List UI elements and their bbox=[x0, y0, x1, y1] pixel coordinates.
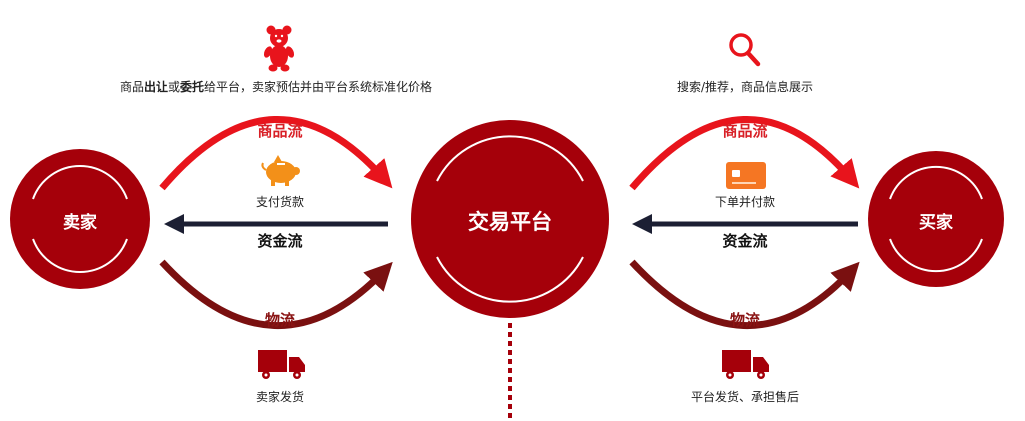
platform-node bbox=[411, 120, 609, 318]
right-money-flow-arrow bbox=[632, 214, 858, 234]
left-logistics-flow-arrow bbox=[159, 259, 393, 329]
right-payment-caption: 下单并付款 bbox=[714, 195, 775, 209]
left-goods-flow-arrow bbox=[159, 116, 393, 191]
credit-card-icon bbox=[726, 162, 766, 189]
truck-icon bbox=[258, 350, 305, 379]
search-icon bbox=[729, 33, 761, 67]
left-logistics-flow-label: 物流 bbox=[264, 311, 295, 329]
bear-icon bbox=[263, 25, 295, 72]
buyer-node bbox=[868, 151, 1004, 287]
left-bottom-caption: 卖家发货 bbox=[255, 390, 304, 404]
truck-icon bbox=[722, 350, 769, 379]
right-goods-flow-arrow bbox=[629, 116, 860, 191]
right-top-caption: 搜索/推荐，商品信息展示 bbox=[676, 80, 814, 94]
right-goods-flow-label: 商品流 bbox=[722, 122, 768, 140]
right-logistics-flow-label: 物流 bbox=[729, 311, 760, 329]
piggy-bank-icon bbox=[261, 155, 300, 186]
seller-label: 卖家 bbox=[63, 213, 97, 233]
platform-label: 交易平台 bbox=[468, 210, 552, 234]
left-money-flow-arrow bbox=[164, 214, 388, 234]
left-payment-caption: 支付货款 bbox=[255, 195, 304, 209]
seller-node bbox=[10, 149, 150, 289]
left-top-caption: 商品出让或委托给平台，卖家预估并由平台系统标准化价格 bbox=[119, 80, 433, 94]
right-bottom-caption: 平台发货、承担售后 bbox=[690, 390, 799, 404]
buyer-label: 买家 bbox=[919, 213, 953, 233]
right-money-flow-label: 资金流 bbox=[722, 232, 768, 250]
right-logistics-flow-arrow bbox=[629, 259, 860, 329]
left-money-flow-label: 资金流 bbox=[257, 232, 303, 250]
left-goods-flow-label: 商品流 bbox=[257, 122, 303, 140]
